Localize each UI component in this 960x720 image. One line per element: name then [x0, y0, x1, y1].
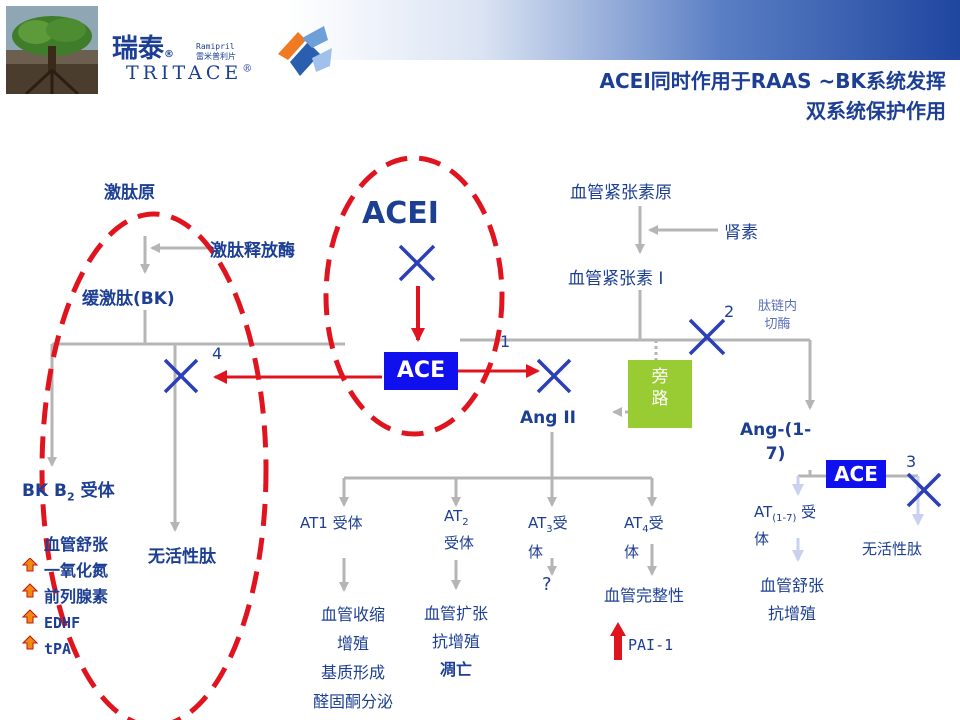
block-x-4 [163, 358, 199, 394]
kininogen-label: 激肽原 [104, 183, 155, 203]
ang17-label: Ang-(1-7) [740, 420, 812, 464]
at2-receptor-label: AT2 受体 [444, 507, 475, 552]
renin-label: 肾素 [724, 223, 758, 243]
block-x-acei [398, 244, 436, 282]
inactive-peptide-right: 无活性肽 [862, 540, 923, 558]
at3-receptor-label: AT3受 体 [528, 514, 568, 561]
effect-prostaglandin: 前列腺素 [44, 587, 109, 606]
block-x-1 [536, 358, 572, 394]
bradykinin-label: 缓激肽(BK) [82, 289, 175, 309]
b2-receptor-label: BK B2 受体 [22, 481, 115, 504]
up-arrow-icon [22, 558, 38, 572]
up-arrow-icon [22, 635, 38, 650]
slide-title-line2: 双系统保护作用 [806, 99, 946, 123]
at3-effect-unknown: ? [542, 574, 552, 595]
pai-up-arrow [610, 622, 626, 660]
effect-vasodilation: 血管舒张 [44, 535, 109, 554]
dashed-ellipse-acei [323, 155, 505, 437]
ang17-effects-list: 血管舒张 抗增殖 [760, 576, 825, 623]
slide-title-line1: ACEI同时作用于RAAS ~BK系统发挥 [599, 69, 946, 93]
ang1-label: 血管紧张素 Ⅰ [568, 269, 664, 289]
up-arrow-icon [22, 583, 38, 598]
number-4: 4 [212, 344, 223, 363]
at4-receptor-label: AT4受 体 [624, 514, 664, 561]
brand-name-cn: 瑞泰® [112, 34, 175, 64]
dashed-ellipse-kinin [39, 211, 269, 720]
at1-receptor-label: AT1 受体 [300, 514, 363, 532]
pai1-label: PAI-1 [628, 636, 674, 654]
block-x-3 [906, 472, 942, 508]
number-3: 3 [906, 452, 917, 471]
at2-effects-list: 血管扩张 抗增殖 凋亡 [423, 604, 488, 679]
tree-logo-image [6, 6, 98, 94]
brand-generic-cn: 雷米普利片 [196, 52, 236, 61]
at1-effects-list: 血管收缩 增殖 基质形成 醛固酮分泌 [312, 605, 393, 711]
bypass-box: 旁路 [628, 360, 692, 428]
up-arrow-icons [22, 558, 38, 650]
at17-receptor-label: AT(1-7) 受 体 [754, 503, 817, 548]
company-logo-icon [268, 18, 338, 84]
effect-no: 一氧化氮 [44, 561, 109, 580]
ace-box: ACE [384, 352, 458, 390]
effect-tpa: tPA [44, 640, 72, 658]
acei-label: ACEI [362, 196, 439, 231]
inactive-peptide-left: 无活性肽 [148, 547, 216, 567]
brand-generic-en: Ramipril [196, 42, 235, 51]
number-1: 1 [500, 332, 511, 351]
brand-registered-mark: ® [164, 49, 175, 60]
at4-effects-list: 血管完整性 [604, 586, 685, 605]
number-2: 2 [724, 302, 735, 321]
ang2-label: Ang II [520, 408, 576, 428]
effect-edhf: EDHF [44, 614, 81, 632]
block-x-2 [688, 318, 726, 356]
ace2-box: ACE [826, 460, 886, 488]
up-arrow-icon [22, 609, 38, 624]
brand-name-en: TRITACE® [126, 62, 253, 84]
angiotensinogen-label: 血管紧张素原 [570, 183, 672, 203]
nep-label: 肽链内切酶 [758, 299, 798, 332]
kallikrein-label: 激肽释放酶 [210, 241, 295, 261]
header-bar [0, 0, 960, 60]
b2-effects-list: 血管舒张 一氧化氮 前列腺素 EDHF tPA [44, 532, 108, 662]
slide-title: ACEI同时作用于RAAS ~BK系统发挥 双系统保护作用 [600, 66, 946, 126]
